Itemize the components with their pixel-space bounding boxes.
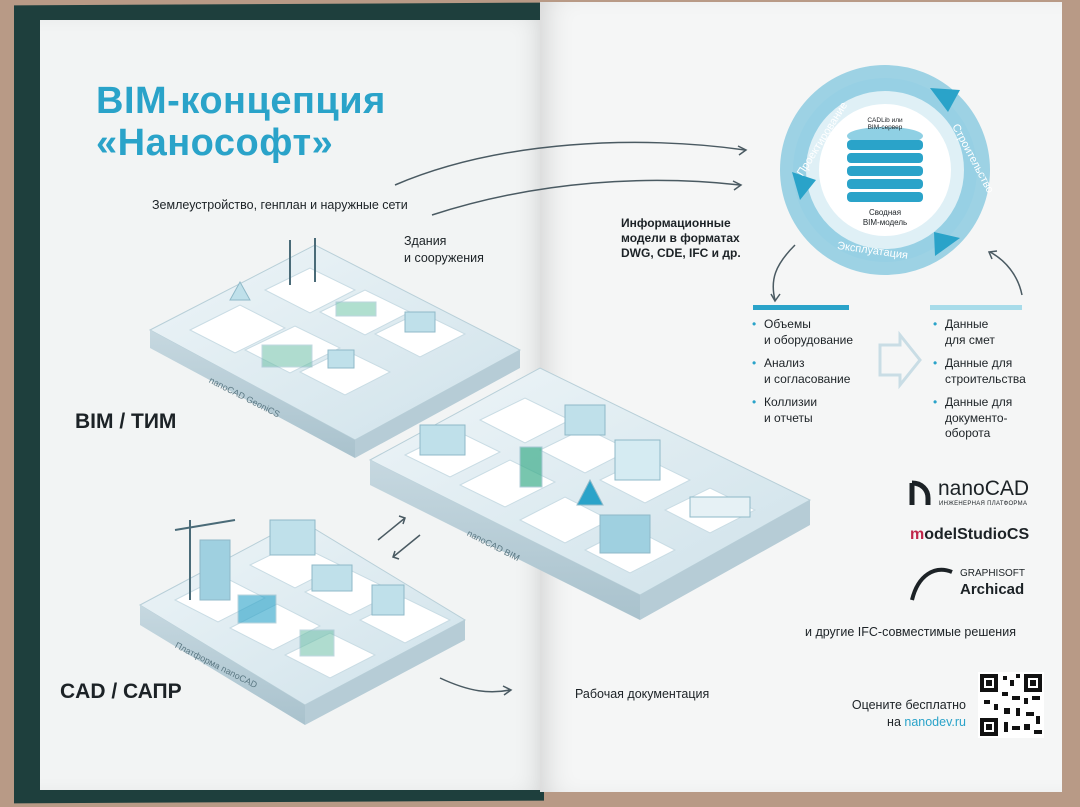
- rate-link-line: на nanodev.ru: [887, 715, 966, 729]
- lifecycle-cycle: [780, 65, 990, 275]
- qr-code-icon: [978, 672, 1044, 738]
- label-cad-sapr: CAD / САПР: [60, 680, 182, 703]
- other-solutions-label: и другие IFC-совместимые решения: [805, 625, 1016, 639]
- cycle-arrow-icon: [792, 88, 960, 256]
- nanocad-logo-subtitle: ИНЖЕНЕРНАЯ ПЛАТФОРМА: [939, 501, 1028, 507]
- info-models-label: Информационные модели в форматах DWG, CD…: [621, 216, 741, 260]
- double-chevron-icon: [878, 330, 922, 390]
- working-docs-label: Рабочая документация: [575, 687, 710, 701]
- label-bim-tim: BIM / ТИМ: [75, 410, 177, 433]
- left-list-bar: [753, 305, 849, 310]
- database-icon: [847, 127, 923, 202]
- summary-model-label: Сводная BIM-модель: [862, 208, 908, 227]
- graphisoft-logo: GRAPHISOFT: [960, 568, 1026, 579]
- right-list-bar: [930, 305, 1022, 310]
- bim-platform: [368, 367, 812, 620]
- geonics-platform: [148, 238, 522, 458]
- archicad-logo: Archicad: [960, 581, 1025, 598]
- nanocad-platform: [138, 519, 467, 725]
- nanodev-link[interactable]: nanodev.ru: [904, 715, 966, 729]
- archicad-logo-icon: [910, 567, 953, 601]
- rate-free-label: Оцените бесплатно: [851, 698, 966, 712]
- server-label: CADLib или BIM-сервер: [867, 117, 903, 131]
- arrows: [394, 141, 1023, 696]
- label-land-survey: Землеустройство, генплан и наружные сети: [152, 198, 408, 212]
- modelstudio-logo: modelStudioCS: [910, 526, 1030, 543]
- nanocad-logo-icon: [909, 480, 931, 505]
- page-title: BIM-концепция «Нанософт»: [96, 80, 386, 164]
- label-buildings: Здания и сооружения: [404, 234, 484, 265]
- nanocad-logo: nanoCAD: [938, 477, 1030, 500]
